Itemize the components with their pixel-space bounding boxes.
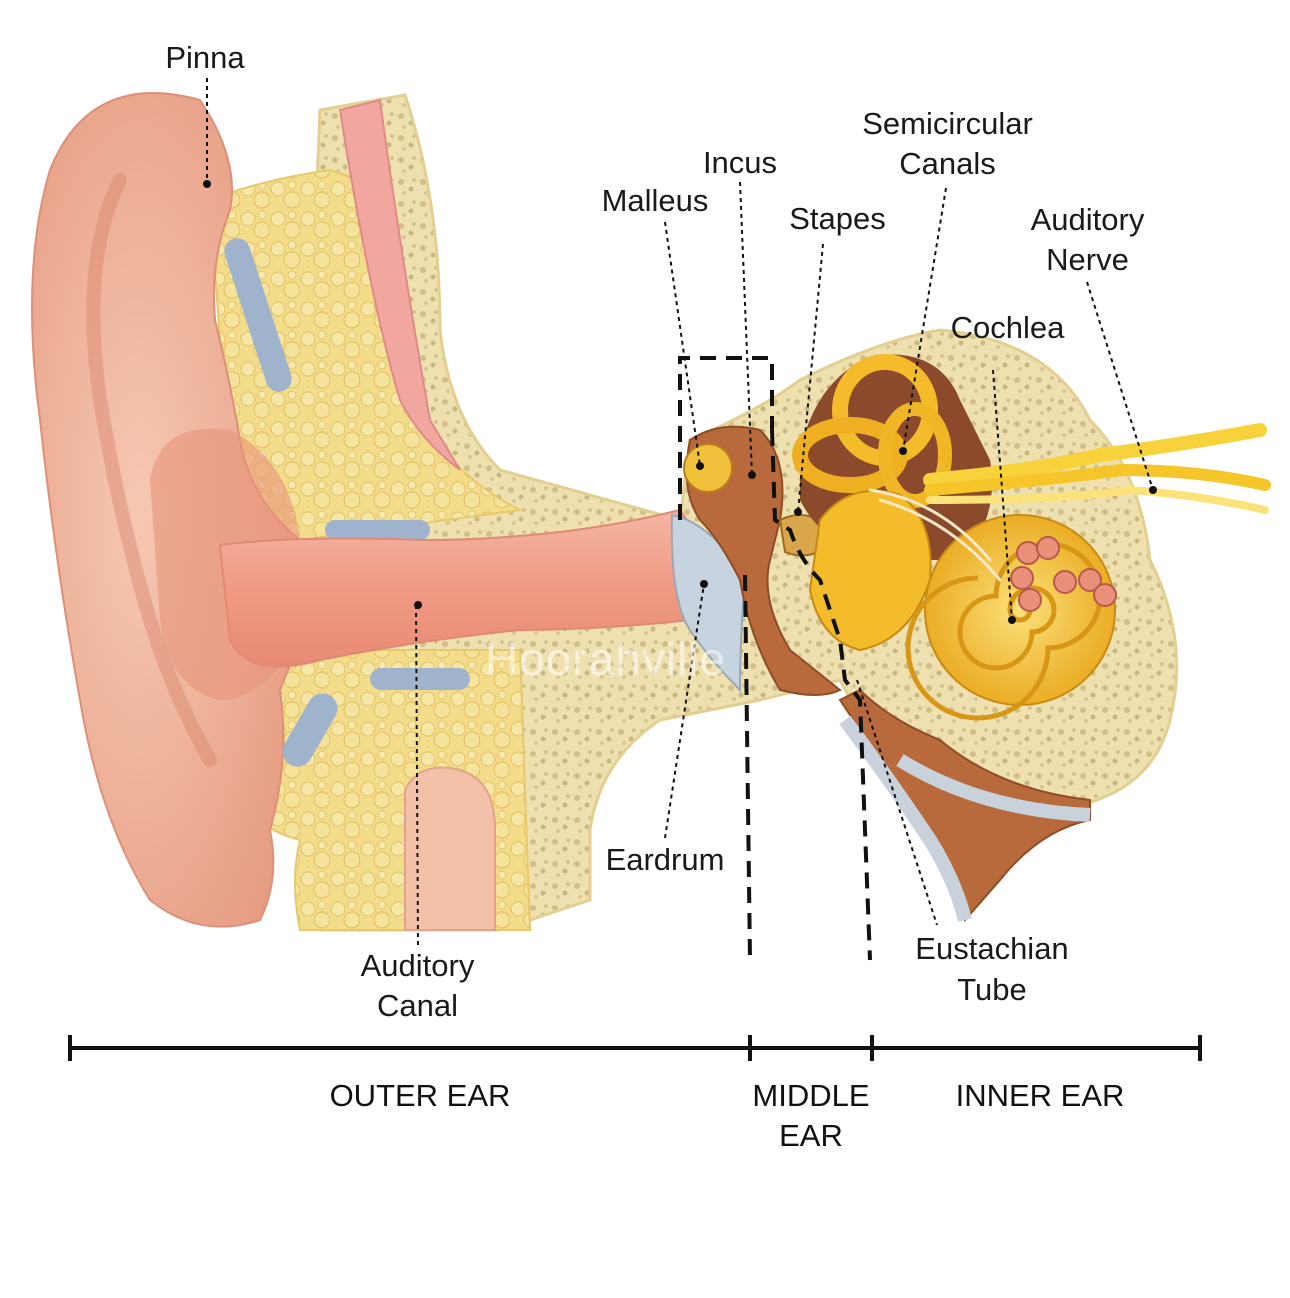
label-pinna: Pinna <box>165 40 245 75</box>
section-middle-ear-1: MIDDLE <box>752 1078 870 1113</box>
cartilage-1 <box>224 238 292 392</box>
label-cochlea: Cochlea <box>950 310 1065 345</box>
semicircular-canal-2 <box>792 417 908 493</box>
label-auditory-canal-2: Canal <box>377 988 458 1023</box>
leader-dots <box>203 180 1157 624</box>
cochlea-shape <box>924 514 1116 706</box>
label-auditory-nerve-2: Nerve <box>1046 242 1129 277</box>
eustachian-lining-2 <box>896 754 1091 822</box>
label-auditory-canal-1: Auditory <box>360 948 475 983</box>
cartilage-3 <box>370 668 470 690</box>
ossicle-malleus <box>685 425 842 696</box>
section-outer-ear: OUTER EAR <box>329 1078 511 1113</box>
label-auditory-nerve-1: Auditory <box>1030 202 1145 237</box>
cartilage-4 <box>282 693 338 767</box>
leader-lines <box>206 78 1154 946</box>
pinna-fold <box>86 173 217 767</box>
watermark: Hoorahville <box>485 633 727 685</box>
muscle-strip <box>338 98 461 471</box>
eustachian-lining <box>839 715 972 922</box>
label-semicircular-1: Semicircular <box>862 106 1033 141</box>
label-stapes: Stapes <box>789 201 886 236</box>
label-eustachian-2: Tube <box>957 972 1027 1007</box>
label-eustachian-1: Eustachian <box>915 931 1069 966</box>
cochlea-cross-sections <box>1010 536 1117 612</box>
gland <box>404 766 496 931</box>
section-inner-ear: INNER EAR <box>955 1078 1125 1113</box>
auditory-nerve-shape <box>868 423 1271 582</box>
cartilage-2 <box>325 520 430 540</box>
section-scale-bar <box>68 1035 1202 1061</box>
section-middle-ear-2: EAR <box>779 1118 843 1153</box>
incus-head <box>683 443 733 493</box>
label-semicircular-2: Canals <box>899 146 996 181</box>
label-eardrum: Eardrum <box>605 842 725 877</box>
label-malleus: Malleus <box>601 183 709 218</box>
auditory-canal-shape <box>218 508 722 668</box>
middle-ear-boundary <box>678 356 872 961</box>
label-incus: Incus <box>702 145 778 180</box>
